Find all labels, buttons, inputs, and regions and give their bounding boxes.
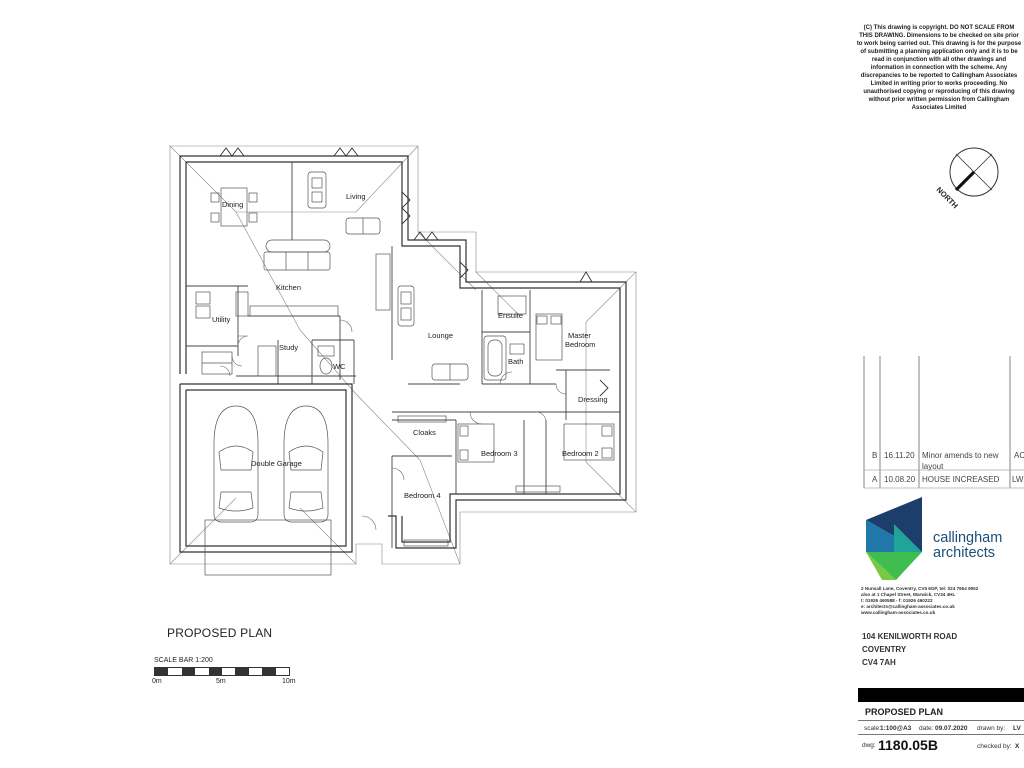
room-label-master: Master: [568, 331, 591, 340]
drawing-number: 1180.05B: [878, 737, 938, 753]
checked-by-label: checked by:: [977, 743, 1012, 750]
room-label-kitchen: Kitchen: [276, 283, 301, 292]
dwg-label: dwg:: [862, 742, 876, 749]
north-arrow: NORTH: [935, 147, 999, 210]
room-label-bedroom3: Bedroom 3: [481, 449, 518, 458]
driveway: [204, 519, 332, 576]
title-block-title: PROPOSED PLAN: [865, 707, 944, 717]
room-label-cloaks: Cloaks: [413, 428, 436, 437]
revision-by: LW: [1012, 475, 1024, 484]
scale-bar-title: SCALE BAR 1:200: [154, 657, 213, 664]
room-label-living: Living: [346, 192, 366, 201]
wc-cistern: [317, 345, 335, 357]
site-address: 104 KENILWORTH ROAD COVENTRY CV4 7AH: [862, 630, 957, 669]
room-label-dining: Dining: [222, 200, 243, 209]
car-left: [213, 405, 259, 523]
bedroom3-bed: [457, 423, 495, 463]
drawn-by-value: LV: [1013, 725, 1021, 732]
bifold-door-dining: [219, 147, 245, 157]
scale-label-10: 10m: [282, 678, 296, 685]
revision-date: 16.11.20: [884, 451, 915, 460]
copyright-notice: (C) This drawing is copyright. DO NOT SC…: [856, 25, 1022, 111]
date-label: date:: [919, 725, 934, 732]
company-name-line2: architects: [933, 545, 996, 561]
room-label-utility: Utility: [212, 315, 231, 324]
lounge-sofa: [397, 285, 415, 327]
bifold-door-living: [333, 147, 359, 157]
kitchen-island: [263, 251, 331, 271]
living-sofa: [307, 171, 327, 209]
site-address-line2: COVENTRY: [862, 645, 907, 654]
revision-by: AC: [1014, 451, 1024, 460]
room-label-master-bedroom: Bedroom: [565, 340, 595, 349]
room-label-dressing: Dressing: [578, 395, 608, 404]
checked-by-value: X: [1015, 743, 1020, 750]
kitchen-units: [249, 305, 339, 317]
room-label-wc: WC: [333, 362, 346, 371]
revision-description-cont: layout: [922, 462, 944, 471]
scale-bar: [154, 667, 290, 676]
date-value: 09.07.2020: [935, 725, 968, 732]
company-name: callingham architects: [933, 531, 1002, 561]
revision-letter: B: [872, 451, 878, 460]
room-label-bath: Bath: [508, 357, 523, 366]
scale-label-5: 5m: [216, 678, 226, 685]
room-label-bedroom4: Bedroom 4: [404, 491, 441, 500]
dining-table: [220, 187, 248, 227]
scale-label: scale:: [864, 725, 881, 732]
revision-letter: A: [872, 475, 878, 484]
drawn-by-label: drawn by:: [977, 725, 1006, 732]
master-bed: [535, 313, 563, 361]
bifold-door-side: [401, 191, 411, 225]
garage-wall: [179, 383, 353, 553]
lounge-sofa-side: [375, 253, 391, 311]
ensuite-shower: [497, 295, 527, 315]
scale-label-0: 0m: [152, 678, 162, 685]
bath-tub: [483, 335, 507, 381]
external-wall: [179, 155, 627, 549]
title-block-band: [858, 688, 1024, 702]
room-label-bedroom2: Bedroom 2: [562, 449, 599, 458]
room-label-study: Study: [279, 343, 298, 352]
room-label-ensuite: Ensuite: [498, 311, 523, 320]
car-right: [283, 405, 329, 523]
revision-date: 10.08.20: [884, 475, 916, 484]
site-address-line1: 104 KENILWORTH ROAD: [862, 632, 958, 641]
scale-value: 1:100@A3: [880, 725, 912, 732]
room-label-lounge: Lounge: [428, 331, 453, 340]
revision-description: Minor amends to new: [922, 451, 999, 460]
company-name-line1: callingham: [933, 530, 1003, 546]
company-logo-icon: [866, 497, 922, 580]
drawing-title: PROPOSED PLAN: [167, 626, 273, 640]
roof-outline: [169, 145, 637, 565]
bedroom2-bed: [563, 423, 615, 461]
room-label-garage: Double Garage: [251, 459, 302, 468]
site-address-line3: CV4 7AH: [862, 658, 896, 667]
revision-table: B 16.11.20 Minor amends to new AC layout…: [864, 356, 1024, 488]
company-address: 2 Nunsall Lane, Coventry, CV5 6GP, tel: …: [861, 586, 979, 615]
revision-description: HOUSE INCREASED: [922, 475, 1000, 484]
